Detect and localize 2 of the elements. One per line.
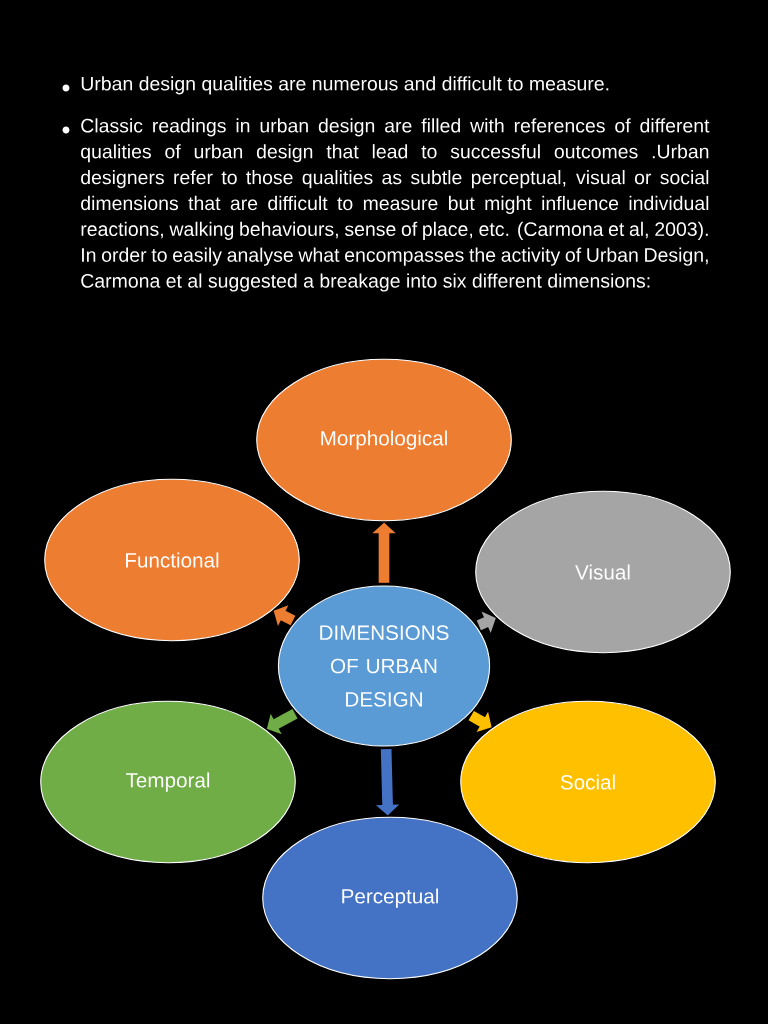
paragraph: Urban design qualities are numerous and difficult to measure. [81,76,609,95]
paragraph: Classic readings in urban design are filled with references of different qualities of urban design that lead to successful outcomes .Urban designers refer to those qualities as subtle perceptual, visual or social dimensions that are difficult to measure but might influence individual reactions, walking behaviours, sense of place, etc. (Carmona et al, 2003). In order to easily analyse what encompasses the activity of Urban Design, Carmona et al suggested a breakage into six different dimensions: [81,118,710,292]
